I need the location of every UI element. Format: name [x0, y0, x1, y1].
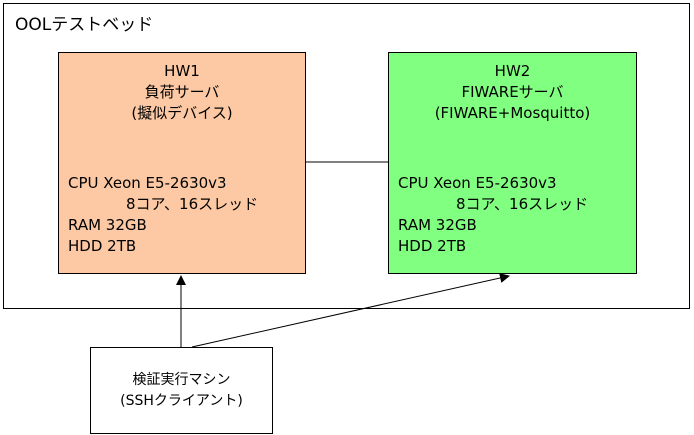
hw2-ram: RAM 32GB [398, 216, 477, 234]
hw1-box: HW1 負荷サーバ (擬似デバイス) CPU Xeon E5-2630v3 8コ… [58, 52, 306, 274]
client-box: 検証実行マシン (SSHクライアント) [90, 347, 273, 434]
hw1-detail: (擬似デバイス) [131, 104, 233, 122]
hw2-name: HW2 [494, 62, 531, 80]
hw2-specs: CPU Xeon E5-2630v3 8コア、16スレッド RAM 32GB H… [398, 173, 636, 257]
testbed-container: OOLテストベッド [3, 3, 690, 309]
hw1-hdd: HDD 2TB [68, 237, 137, 255]
hw1-role: 負荷サーバ [144, 83, 220, 101]
hw1-cpu: CPU Xeon E5-2630v3 [68, 174, 227, 192]
hw1-header: HW1 負荷サーバ (擬似デバイス) [59, 61, 305, 124]
client-to-hw2-arrow [191, 273, 510, 348]
hw2-role: FIWAREサーバ [461, 83, 564, 101]
hw2-detail: (FIWARE+Mosquitto) [434, 104, 591, 122]
hw2-cpu: CPU Xeon E5-2630v3 [398, 174, 557, 192]
client-line2: (SSHクライアント) [120, 393, 243, 409]
client-label: 検証実行マシン (SSHクライアント) [91, 370, 272, 412]
hw2-cores: 8コア、16スレッド [456, 195, 589, 213]
testbed-title: OOLテストベッド [15, 15, 154, 35]
hw2-hdd: HDD 2TB [398, 237, 467, 255]
client-line1: 検証実行マシン [132, 372, 231, 388]
hw2-header: HW2 FIWAREサーバ (FIWARE+Mosquitto) [389, 61, 636, 124]
hw1-name: HW1 [164, 62, 200, 80]
hw2-box: HW2 FIWAREサーバ (FIWARE+Mosquitto) CPU Xeo… [388, 52, 637, 274]
hw1-cores: 8コア、16スレッド [126, 195, 259, 213]
hw1-ram: RAM 32GB [68, 216, 147, 234]
hw1-specs: CPU Xeon E5-2630v3 8コア、16スレッド RAM 32GB H… [68, 173, 305, 257]
